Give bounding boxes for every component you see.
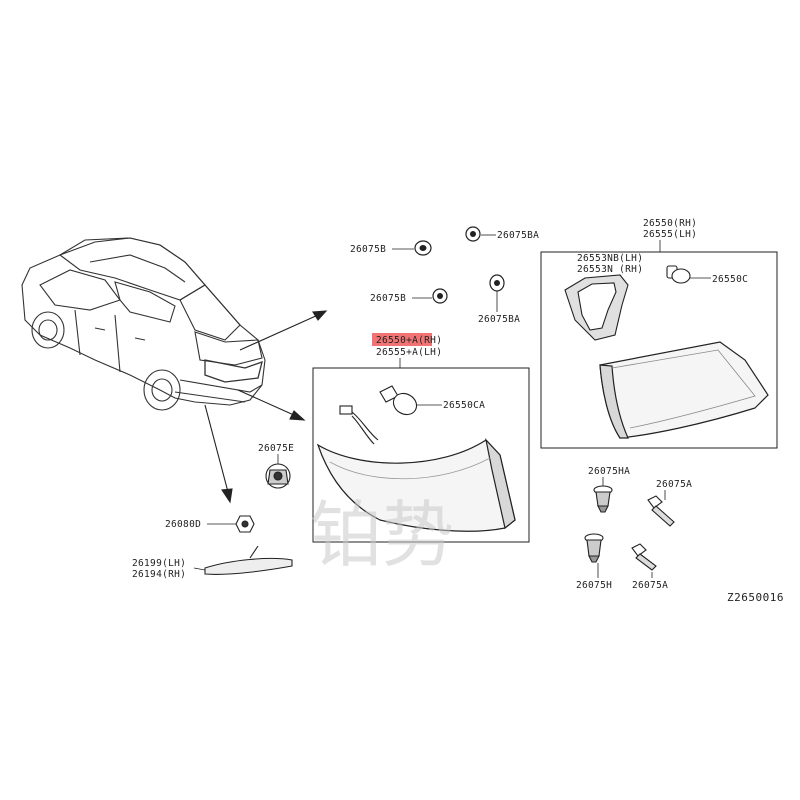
reflector-lh-label: 26199(LH) bbox=[132, 558, 186, 569]
car-illustration bbox=[21, 237, 266, 411]
nut-d-icon bbox=[235, 515, 255, 533]
screw-a-top-label: 26075A bbox=[656, 479, 692, 490]
bulb-label: 26550CA bbox=[443, 400, 485, 411]
clip-e-label: 26075E bbox=[258, 443, 294, 454]
socket-wire-icon bbox=[339, 405, 379, 445]
inset-bulb-label: 26550C bbox=[712, 274, 748, 285]
lamp-lh-label: 26555+A(LH) bbox=[376, 347, 442, 358]
clip-h-icon bbox=[584, 533, 604, 563]
tail-lamp-lens bbox=[316, 438, 516, 532]
grommet-mid-right-label: 26075BA bbox=[478, 314, 520, 325]
reflector-rh-label: 26194(RH) bbox=[132, 569, 186, 580]
clip-ha-icon bbox=[593, 485, 613, 513]
grommet-top-left-label: 26075B bbox=[350, 244, 386, 255]
grommet-top-right-label: 26075BA bbox=[497, 230, 539, 241]
gasket-lh-label: 26553NB(LH) bbox=[577, 253, 643, 264]
screw-a-top-icon bbox=[647, 495, 675, 527]
nut-d-label: 26080D bbox=[165, 519, 201, 530]
lamp-rh-label: 26550+A(RH) bbox=[376, 335, 442, 346]
gasket-rh-label: 26553N (RH) bbox=[577, 264, 643, 275]
inset-box bbox=[540, 251, 778, 449]
clip-h-label: 26075H bbox=[576, 580, 612, 591]
diagram-code: Z2650016 bbox=[727, 591, 784, 604]
grommet-top-left-icon bbox=[414, 240, 432, 256]
reflector-icon bbox=[204, 545, 293, 575]
screw-a-bottom-icon bbox=[631, 543, 657, 571]
bulb-icon bbox=[379, 385, 418, 416]
grommet-mid-left-icon bbox=[432, 288, 448, 304]
inset-lh-label: 26555(LH) bbox=[643, 229, 697, 240]
leader-arrows bbox=[204, 310, 328, 504]
clip-ha-label: 26075HA bbox=[588, 466, 630, 477]
lamp-rh-highlight bbox=[372, 333, 432, 346]
clip-e-icon bbox=[265, 463, 291, 489]
watermark-text: 铂势 bbox=[310, 493, 454, 577]
inset-rh-label: 26550(RH) bbox=[643, 218, 697, 229]
lamp-assembly-box bbox=[312, 367, 530, 543]
grommet-mid-left-label: 26075B bbox=[370, 293, 406, 304]
gasket-icon bbox=[564, 274, 629, 341]
inset-lens bbox=[599, 341, 769, 439]
inset-bulb-icon bbox=[666, 265, 691, 284]
screw-a-bottom-label: 26075A bbox=[632, 580, 668, 591]
grommet-mid-right-icon bbox=[489, 274, 505, 292]
grommet-top-right-icon bbox=[465, 226, 481, 242]
